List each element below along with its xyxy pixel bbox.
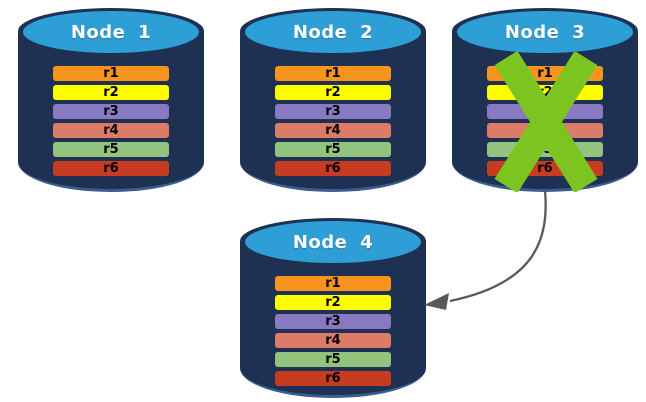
replica-row-label: r2 bbox=[325, 85, 341, 100]
replica-row: r1 bbox=[275, 276, 391, 291]
replica-row-label: r1 bbox=[325, 276, 341, 291]
replica-row-label: r6 bbox=[325, 161, 341, 176]
database-node-2: Node 2 r1 r2 r3 r4 r5 r6 bbox=[240, 8, 426, 192]
replica-row: r2 bbox=[275, 85, 391, 100]
cylinder-top: Node 3 bbox=[457, 11, 633, 53]
failover-arrow bbox=[424, 189, 547, 310]
replica-row: r5 bbox=[53, 142, 169, 157]
database-node-4: Node 4 r1 r2 r3 r4 r5 r6 bbox=[240, 218, 426, 398]
node-title: Node 1 bbox=[70, 21, 152, 43]
failure-x-icon bbox=[494, 52, 598, 192]
replica-row-label: r6 bbox=[103, 161, 119, 176]
replica-row: r4 bbox=[275, 123, 391, 138]
replica-row-label: r3 bbox=[103, 104, 119, 119]
replica-row: r4 bbox=[53, 123, 169, 138]
replica-row-label: r5 bbox=[325, 142, 341, 157]
replica-row: r1 bbox=[53, 66, 169, 81]
replica-row-label: r1 bbox=[537, 66, 553, 81]
replica-row-label: r6 bbox=[537, 161, 553, 176]
replica-rows: r1 r2 r3 r4 r5 r6 bbox=[53, 66, 169, 180]
cylinder-top: Node 2 bbox=[245, 11, 421, 53]
replica-row: r6 bbox=[275, 161, 391, 176]
cylinder-top: Node 4 bbox=[245, 221, 421, 263]
replica-row-label: r2 bbox=[325, 295, 341, 310]
database-node-3: Node 3 r1 r2 r3 r4 r5 r6 bbox=[452, 8, 638, 192]
replica-row-label: r4 bbox=[325, 123, 341, 138]
replica-row: r3 bbox=[275, 104, 391, 119]
replica-row-label: r1 bbox=[325, 66, 341, 81]
replica-row-label: r4 bbox=[325, 333, 341, 348]
node-title: Node 2 bbox=[292, 21, 374, 43]
replica-row-label: r1 bbox=[103, 66, 119, 81]
replica-row-label: r3 bbox=[325, 104, 341, 119]
replica-rows: r1 r2 r3 r4 r5 r6 bbox=[275, 276, 391, 390]
failover-arrow-line bbox=[449, 189, 547, 303]
replica-row-label: r3 bbox=[325, 314, 341, 329]
replica-row: r6 bbox=[53, 161, 169, 176]
replica-row-label: r2 bbox=[103, 85, 119, 100]
replica-row: r5 bbox=[275, 352, 391, 367]
replica-row: r6 bbox=[275, 371, 391, 386]
replica-row-label: r6 bbox=[325, 371, 341, 386]
replica-row: r5 bbox=[275, 142, 391, 157]
replica-row: r3 bbox=[53, 104, 169, 119]
node-title: Node 4 bbox=[292, 231, 374, 253]
replica-row: r3 bbox=[275, 314, 391, 329]
database-node-1: Node 1 r1 r2 r3 r4 r5 r6 bbox=[18, 8, 204, 192]
replica-row: r2 bbox=[275, 295, 391, 310]
cylinder-top: Node 1 bbox=[23, 11, 199, 53]
failover-arrowhead-icon bbox=[424, 293, 449, 310]
node-title: Node 3 bbox=[504, 21, 586, 43]
replica-row-label: r4 bbox=[103, 123, 119, 138]
replica-row-label: r5 bbox=[325, 352, 341, 367]
replica-rows: r1 r2 r3 r4 r5 r6 bbox=[275, 66, 391, 180]
replica-row-label: r5 bbox=[103, 142, 119, 157]
replica-row: r2 bbox=[53, 85, 169, 100]
replica-row: r4 bbox=[275, 333, 391, 348]
replica-row: r1 bbox=[275, 66, 391, 81]
